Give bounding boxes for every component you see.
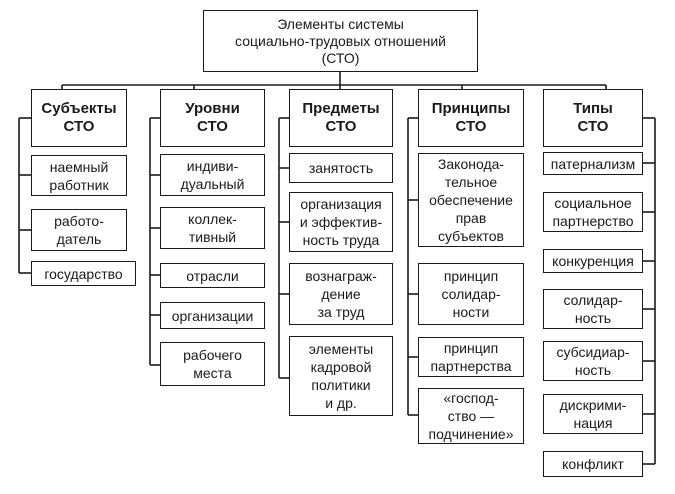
level-item: рабочего места — [160, 342, 265, 386]
level-item: организации — [160, 302, 265, 329]
level-item: индиви- дуальный — [160, 154, 265, 196]
subject-item: государство — [31, 261, 136, 286]
matter-item: занятость — [289, 153, 393, 183]
column-header-subjects: Субъекты СТО — [31, 89, 127, 147]
type-item: конфликт — [543, 451, 643, 477]
principle-item: принцип партнерства — [418, 337, 524, 377]
column-header-types: Типы СТО — [543, 89, 643, 147]
matter-item: вознаграж- дение за труд — [289, 263, 393, 325]
type-item: патернализм — [543, 152, 643, 175]
type-item: солидар- ность — [543, 289, 643, 329]
subject-item: наемный работник — [31, 155, 127, 196]
principle-item: «господ- ство — подчинение» — [418, 388, 524, 444]
type-item: субсидиар- ность — [543, 341, 643, 381]
type-item: конкуренция — [543, 249, 643, 273]
column-header-principles: Принципы СТО — [418, 89, 524, 147]
type-item: дискрими- нация — [543, 394, 643, 434]
root-box: Элементы системы социально-трудовых отно… — [203, 10, 478, 72]
matter-item: организация и эффектив- ность труда — [289, 192, 393, 252]
column-header-subjects-matter: Предметы СТО — [289, 89, 393, 147]
principle-item: Законода- тельное обеспечение прав субъе… — [418, 153, 524, 247]
column-header-levels: Уровни СТО — [160, 89, 265, 147]
subject-item: работо- датель — [31, 209, 127, 251]
level-item: коллек- тивный — [160, 207, 265, 249]
matter-item: элементы кадровой политики и др. — [289, 336, 393, 416]
principle-item: принцип солидар- ности — [418, 263, 524, 325]
type-item: социальное партнерство — [543, 192, 643, 232]
level-item: отрасли — [160, 263, 265, 288]
